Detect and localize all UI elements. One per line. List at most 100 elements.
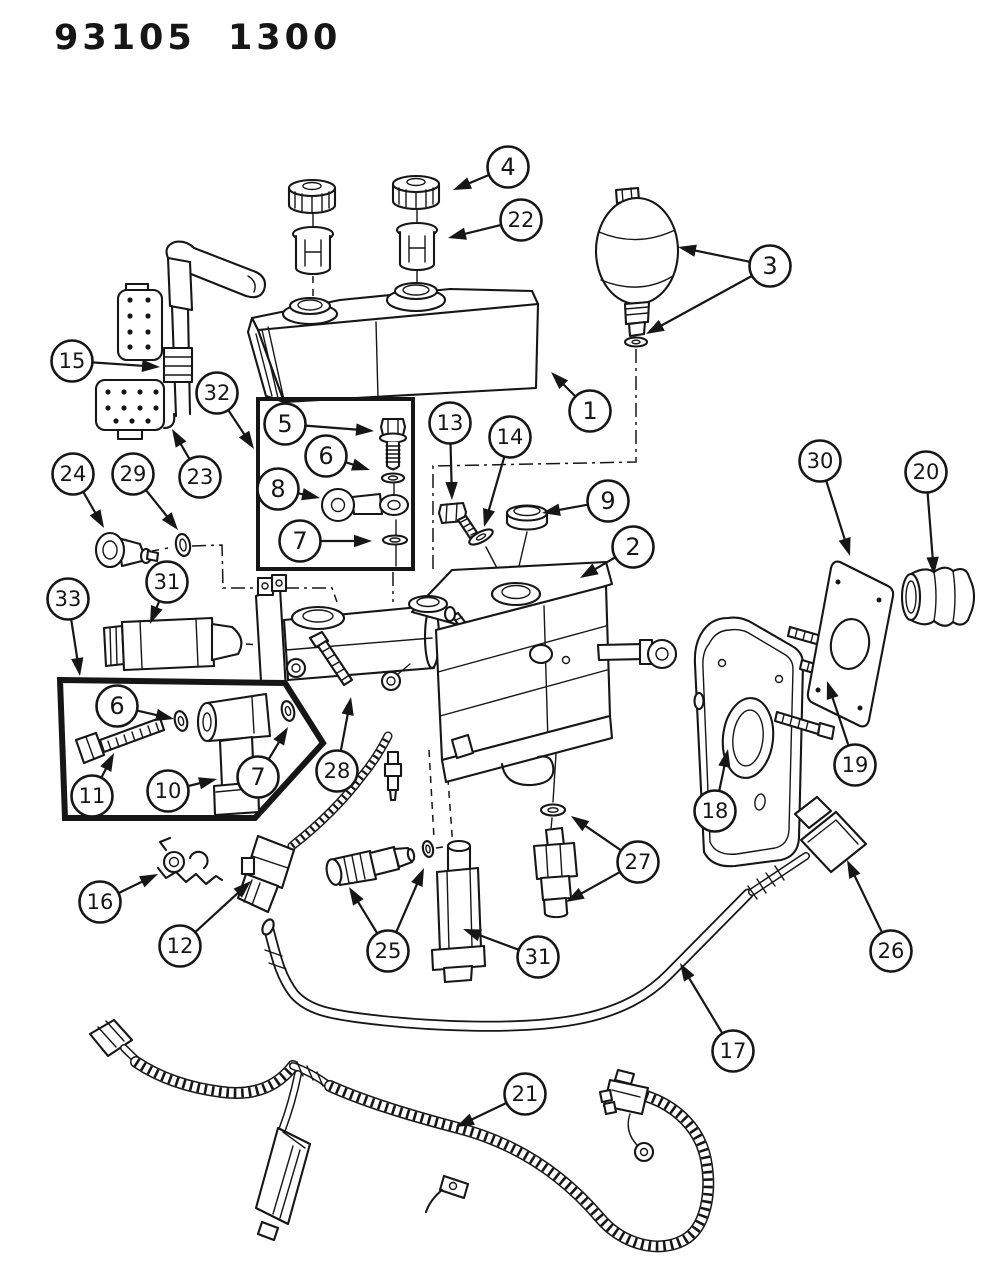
callout-22: 22 [448, 198, 543, 242]
accumulator [594, 186, 680, 348]
svg-text:6: 6 [318, 442, 333, 470]
svg-text:31: 31 [525, 945, 552, 969]
fitting-24 [94, 531, 160, 569]
solenoid-upper [102, 616, 243, 672]
callout-13: 13 [428, 401, 472, 500]
callout-2: 2 [580, 525, 655, 578]
callout-31: 31 [463, 929, 560, 979]
drawing-number: 93105 1300 [54, 18, 342, 58]
reservoir-filter-right [395, 221, 439, 272]
svg-text:1: 1 [582, 397, 597, 425]
washer-14 [468, 528, 494, 546]
callout-12: 12 [158, 881, 251, 968]
hydraulic-unit [254, 560, 678, 787]
callout-27: 27 [566, 816, 660, 902]
svg-text:9: 9 [600, 487, 615, 515]
callout-24: 24 [51, 452, 104, 528]
callout-9: 9 [542, 479, 630, 523]
svg-text:23: 23 [187, 465, 214, 489]
callout-7: 7 [278, 519, 372, 563]
svg-text:3: 3 [762, 252, 777, 280]
pressure-switch-27 [532, 803, 579, 919]
inset-box-banjo [256, 397, 415, 571]
callout-4: 4 [453, 145, 530, 190]
callout-32: 32 [195, 371, 254, 449]
pressure-switch-25 [325, 840, 435, 887]
callout-23: 23 [172, 429, 222, 499]
svg-text:6: 6 [109, 692, 124, 720]
callout-25: 25 [349, 868, 424, 973]
svg-text:19: 19 [842, 753, 869, 777]
svg-text:12: 12 [167, 934, 194, 958]
callout-5: 5 [263, 402, 374, 446]
callout-33: 33 [46, 577, 90, 676]
callout-15: 15 [50, 339, 160, 383]
sensor-connector-12 [236, 731, 393, 914]
harness-21 [88, 1018, 715, 1253]
svg-text:13: 13 [437, 411, 464, 435]
svg-text:17: 17 [720, 1039, 747, 1063]
svg-text:21: 21 [512, 1082, 539, 1106]
callout-18: 18 [693, 749, 737, 833]
reservoir-cap-right [391, 174, 441, 211]
reservoir-filter-left [291, 225, 335, 276]
callout-26: 26 [847, 860, 913, 973]
callout-7: 7 [236, 727, 288, 799]
svg-text:26: 26 [878, 939, 905, 963]
solenoid-lower [430, 839, 487, 984]
svg-text:7: 7 [250, 763, 265, 791]
callout-28: 28 [315, 697, 359, 793]
callout-17: 17 [680, 963, 755, 1073]
connector-26 [793, 795, 868, 874]
svg-text:27: 27 [625, 850, 652, 874]
callout-16: 16 [78, 874, 158, 924]
svg-text:5: 5 [277, 410, 292, 438]
svg-text:32: 32 [204, 381, 231, 405]
svg-text:15: 15 [59, 349, 86, 373]
svg-text:10: 10 [155, 779, 182, 803]
svg-text:16: 16 [87, 890, 114, 914]
svg-text:29: 29 [120, 462, 147, 486]
svg-text:20: 20 [913, 460, 940, 484]
callout-29: 29 [111, 452, 178, 530]
callout-31: 31 [145, 560, 189, 624]
hose-17 [261, 852, 810, 1032]
callout-19: 19 [826, 681, 877, 787]
svg-text:11: 11 [79, 784, 106, 808]
svg-text:4: 4 [500, 153, 515, 181]
callout-10: 10 [146, 769, 217, 813]
callout-8: 8 [256, 467, 320, 511]
svg-text:25: 25 [375, 939, 402, 963]
callout-6: 6 [95, 684, 174, 728]
callout-21: 21 [456, 1072, 547, 1127]
callout-3: 3 [646, 244, 792, 334]
svg-text:7: 7 [292, 527, 307, 555]
callout-1: 1 [551, 372, 612, 433]
cap-9 [505, 504, 549, 531]
callout-11: 11 [70, 753, 114, 818]
sensor-plug-small [383, 750, 403, 802]
svg-text:18: 18 [702, 799, 729, 823]
svg-text:14: 14 [497, 425, 524, 449]
reservoir-cap-left [287, 178, 337, 215]
svg-text:30: 30 [807, 449, 834, 473]
svg-text:33: 33 [55, 587, 82, 611]
boot [900, 566, 976, 627]
lever-assembly [94, 240, 267, 441]
callout-20: 20 [904, 450, 948, 575]
svg-text:8: 8 [270, 475, 285, 503]
callout-30: 30 [798, 439, 851, 556]
svg-text:24: 24 [60, 462, 87, 486]
reservoir [246, 281, 540, 404]
routing-clip [156, 836, 224, 886]
bolt-13 [437, 501, 480, 540]
svg-text:22: 22 [508, 208, 535, 232]
svg-text:31: 31 [154, 570, 181, 594]
callout-14: 14 [483, 415, 532, 527]
gasket [806, 560, 895, 728]
callout-6: 6 [304, 434, 370, 478]
svg-text:2: 2 [625, 533, 640, 561]
